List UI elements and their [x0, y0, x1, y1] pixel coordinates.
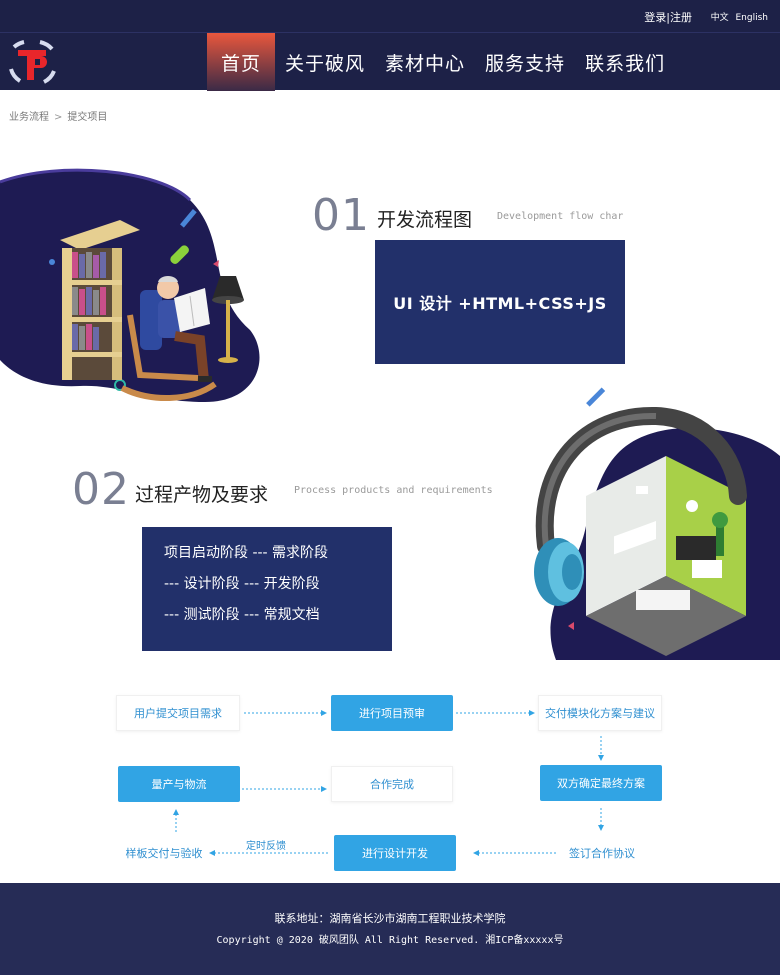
section2-title: 过程产物及要求	[135, 484, 269, 506]
section2-title-en: Process products and requirements	[294, 485, 493, 496]
section1-tech-box: UI 设计 +HTML+CSS+JS	[375, 240, 625, 364]
headphones-room-illustration	[534, 387, 780, 660]
flow-step-mass-production: 量产与物流	[118, 766, 240, 802]
reading-man-illustration	[0, 168, 260, 402]
man-reading	[157, 276, 212, 382]
phase-line: --- 设计阶段 --- 开发阶段	[164, 576, 320, 592]
flow-step-submit-request: 用户提交项目需求	[116, 695, 240, 731]
lang-zh-link[interactable]: 中文	[710, 13, 729, 23]
flow-step-confirm-plan: 双方确定最终方案	[540, 765, 662, 801]
register-link[interactable]: 注册	[670, 11, 692, 24]
main-nav: 首页 关于破风 素材中心 服务支持 联系我们	[207, 33, 675, 91]
top-utility-bar: 登录|注册 中文 English	[0, 0, 780, 32]
auth-divider: |	[666, 11, 670, 24]
flow-step-sample-delivery: 样板交付与验收	[125, 847, 203, 860]
bookshelf	[60, 220, 140, 380]
isometric-room	[586, 456, 746, 656]
phase-line: --- 测试阶段 --- 常规文档	[164, 607, 320, 623]
flow-arrows	[173, 710, 604, 856]
flow-step-deliver-plan: 交付模块化方案与建议	[538, 695, 662, 731]
section2-number: 02	[72, 464, 130, 515]
flow-feedback-label: 定时反馈	[246, 841, 286, 852]
page-footer: 联系地址：湖南省长沙市湖南工程职业技术学院 Copyright @ 2020 破…	[0, 883, 780, 975]
nav-home[interactable]: 首页	[207, 33, 276, 91]
floor-lamp	[212, 276, 244, 363]
section1-title: 开发流程图	[377, 209, 473, 231]
lang-en-link[interactable]: English	[735, 13, 769, 23]
rocking-chair	[120, 290, 217, 402]
main-navbar: 首页 关于破风 素材中心 服务支持 联系我们	[0, 32, 780, 91]
phase-line: 项目启动阶段 --- 需求阶段	[164, 545, 329, 561]
language-switch: 中文 English	[707, 10, 768, 23]
flow-step-sign-agreement: 签订合作协议	[569, 847, 635, 860]
breadcrumb-parent[interactable]: 业务流程	[9, 112, 49, 123]
login-link[interactable]: 登录	[644, 11, 667, 24]
headphones	[534, 406, 747, 606]
flow-step-pre-review: 进行项目预审	[331, 695, 453, 731]
section1-title-en: Development flow char	[497, 211, 624, 222]
nav-support[interactable]: 服务支持	[485, 52, 566, 75]
breadcrumb-current: 提交项目	[67, 112, 108, 123]
process-flowchart: 用户提交项目需求 进行项目预审 交付模块化方案与建议 双方确定最终方案 签订合作…	[116, 690, 668, 880]
breadcrumb-separator: >	[54, 112, 63, 123]
footer-address: 联系地址：湖南省长沙市湖南工程职业技术学院	[274, 912, 506, 925]
nav-materials[interactable]: 素材中心	[385, 52, 466, 75]
auth-links: 登录|注册	[644, 9, 692, 25]
nav-about[interactable]: 关于破风	[285, 52, 366, 75]
brand-logo-icon[interactable]	[6, 39, 58, 85]
footer-copyright: Copyright @ 2020 破风团队 All Right Reserved…	[216, 935, 564, 946]
flow-step-complete: 合作完成	[331, 766, 453, 802]
section1-number: 01	[312, 190, 370, 241]
section2-phases-box: 项目启动阶段 --- 需求阶段 --- 设计阶段 --- 开发阶段 --- 测试…	[142, 527, 392, 651]
flow-step-design-dev: 进行设计开发	[334, 835, 456, 871]
nav-contact[interactable]: 联系我们	[585, 52, 666, 75]
breadcrumb: 业务流程 > 提交项目	[9, 108, 107, 123]
